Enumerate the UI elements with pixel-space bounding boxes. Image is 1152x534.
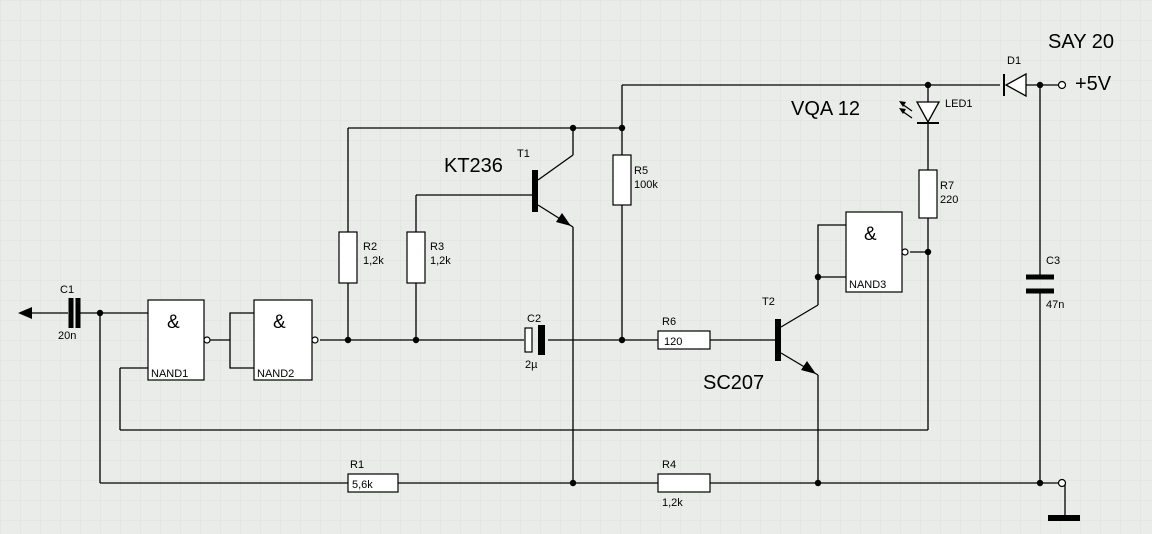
gate-nand2: & NAND2 bbox=[253, 299, 319, 381]
capacitor-c2: C2 2µ bbox=[524, 313, 545, 371]
diode-d1: D1 bbox=[1003, 55, 1027, 98]
t2-type: SC207 bbox=[703, 372, 764, 394]
r4-ref: R4 bbox=[662, 459, 676, 471]
r4-value: 1,2k bbox=[662, 497, 683, 509]
t1-type: KT236 bbox=[444, 155, 503, 177]
resistor-r7: R7 220 bbox=[918, 169, 958, 219]
capacitor-c1: C1 20n bbox=[58, 284, 81, 342]
gate-nand3: & NAND3 bbox=[845, 211, 909, 293]
r6-ref: R6 bbox=[662, 316, 676, 328]
t2-ref: T2 bbox=[762, 296, 775, 308]
ground-terminal bbox=[1057, 478, 1067, 488]
r5-value: 100k bbox=[634, 179, 658, 191]
ground-symbol bbox=[1048, 515, 1080, 521]
r2-value: 1,2k bbox=[363, 255, 384, 267]
c3-value: 47n bbox=[1046, 299, 1064, 311]
resistor-r1: R1 5,6k bbox=[347, 459, 399, 493]
resistor-r2: R2 1,2k bbox=[338, 231, 384, 284]
r7-ref: R7 bbox=[940, 180, 954, 192]
nand1-ref: NAND1 bbox=[151, 368, 188, 380]
led1-type: VQA 12 bbox=[791, 98, 860, 120]
c2-ref: C2 bbox=[527, 313, 541, 325]
r2-ref: R2 bbox=[363, 241, 377, 253]
t1-emitter-arrow bbox=[556, 213, 571, 226]
t2-emitter-arrow bbox=[801, 361, 816, 374]
gate-nand1: & NAND1 bbox=[147, 299, 211, 381]
nand2-ref: NAND2 bbox=[257, 368, 294, 380]
r3-value: 1,2k bbox=[430, 255, 451, 267]
nand3-symbol: & bbox=[864, 224, 877, 245]
r5-ref: R5 bbox=[634, 165, 648, 177]
transistor-t2: T2 SC207 bbox=[703, 296, 816, 394]
resistor-r4: R4 1,2k bbox=[657, 459, 711, 509]
supply-label: +5V bbox=[1075, 73, 1112, 95]
r3-ref: R3 bbox=[430, 241, 444, 253]
led1-ref: LED1 bbox=[945, 98, 973, 110]
output-arrow bbox=[18, 307, 32, 319]
resistor-r3: R3 1,2k bbox=[406, 231, 451, 284]
r7-value: 220 bbox=[940, 194, 958, 206]
capacitor-c3: C3 47n bbox=[1026, 255, 1064, 311]
r1-ref: R1 bbox=[350, 459, 364, 471]
resistor-r5: R5 100k bbox=[612, 154, 658, 206]
nand3-ref: NAND3 bbox=[849, 279, 886, 291]
transistor-t1: T1 KT236 bbox=[444, 148, 571, 226]
d1-ref: D1 bbox=[1007, 55, 1021, 67]
c1-ref: C1 bbox=[60, 284, 74, 296]
r6-value: 120 bbox=[664, 336, 682, 348]
resistor-r6: R6 120 bbox=[657, 316, 711, 350]
c2-value: 2µ bbox=[525, 359, 538, 371]
circuit-title: SAY 20 bbox=[1048, 31, 1114, 53]
junctions bbox=[96, 81, 1044, 487]
c3-ref: C3 bbox=[1046, 255, 1060, 267]
t1-ref: T1 bbox=[517, 148, 530, 160]
nand2-symbol: & bbox=[273, 312, 286, 333]
r1-value: 5,6k bbox=[352, 479, 373, 491]
supply-terminal bbox=[1057, 80, 1067, 90]
led-led1: LED1 VQA 12 bbox=[791, 98, 973, 124]
nand1-symbol: & bbox=[167, 312, 180, 333]
c1-value: 20n bbox=[58, 330, 76, 342]
